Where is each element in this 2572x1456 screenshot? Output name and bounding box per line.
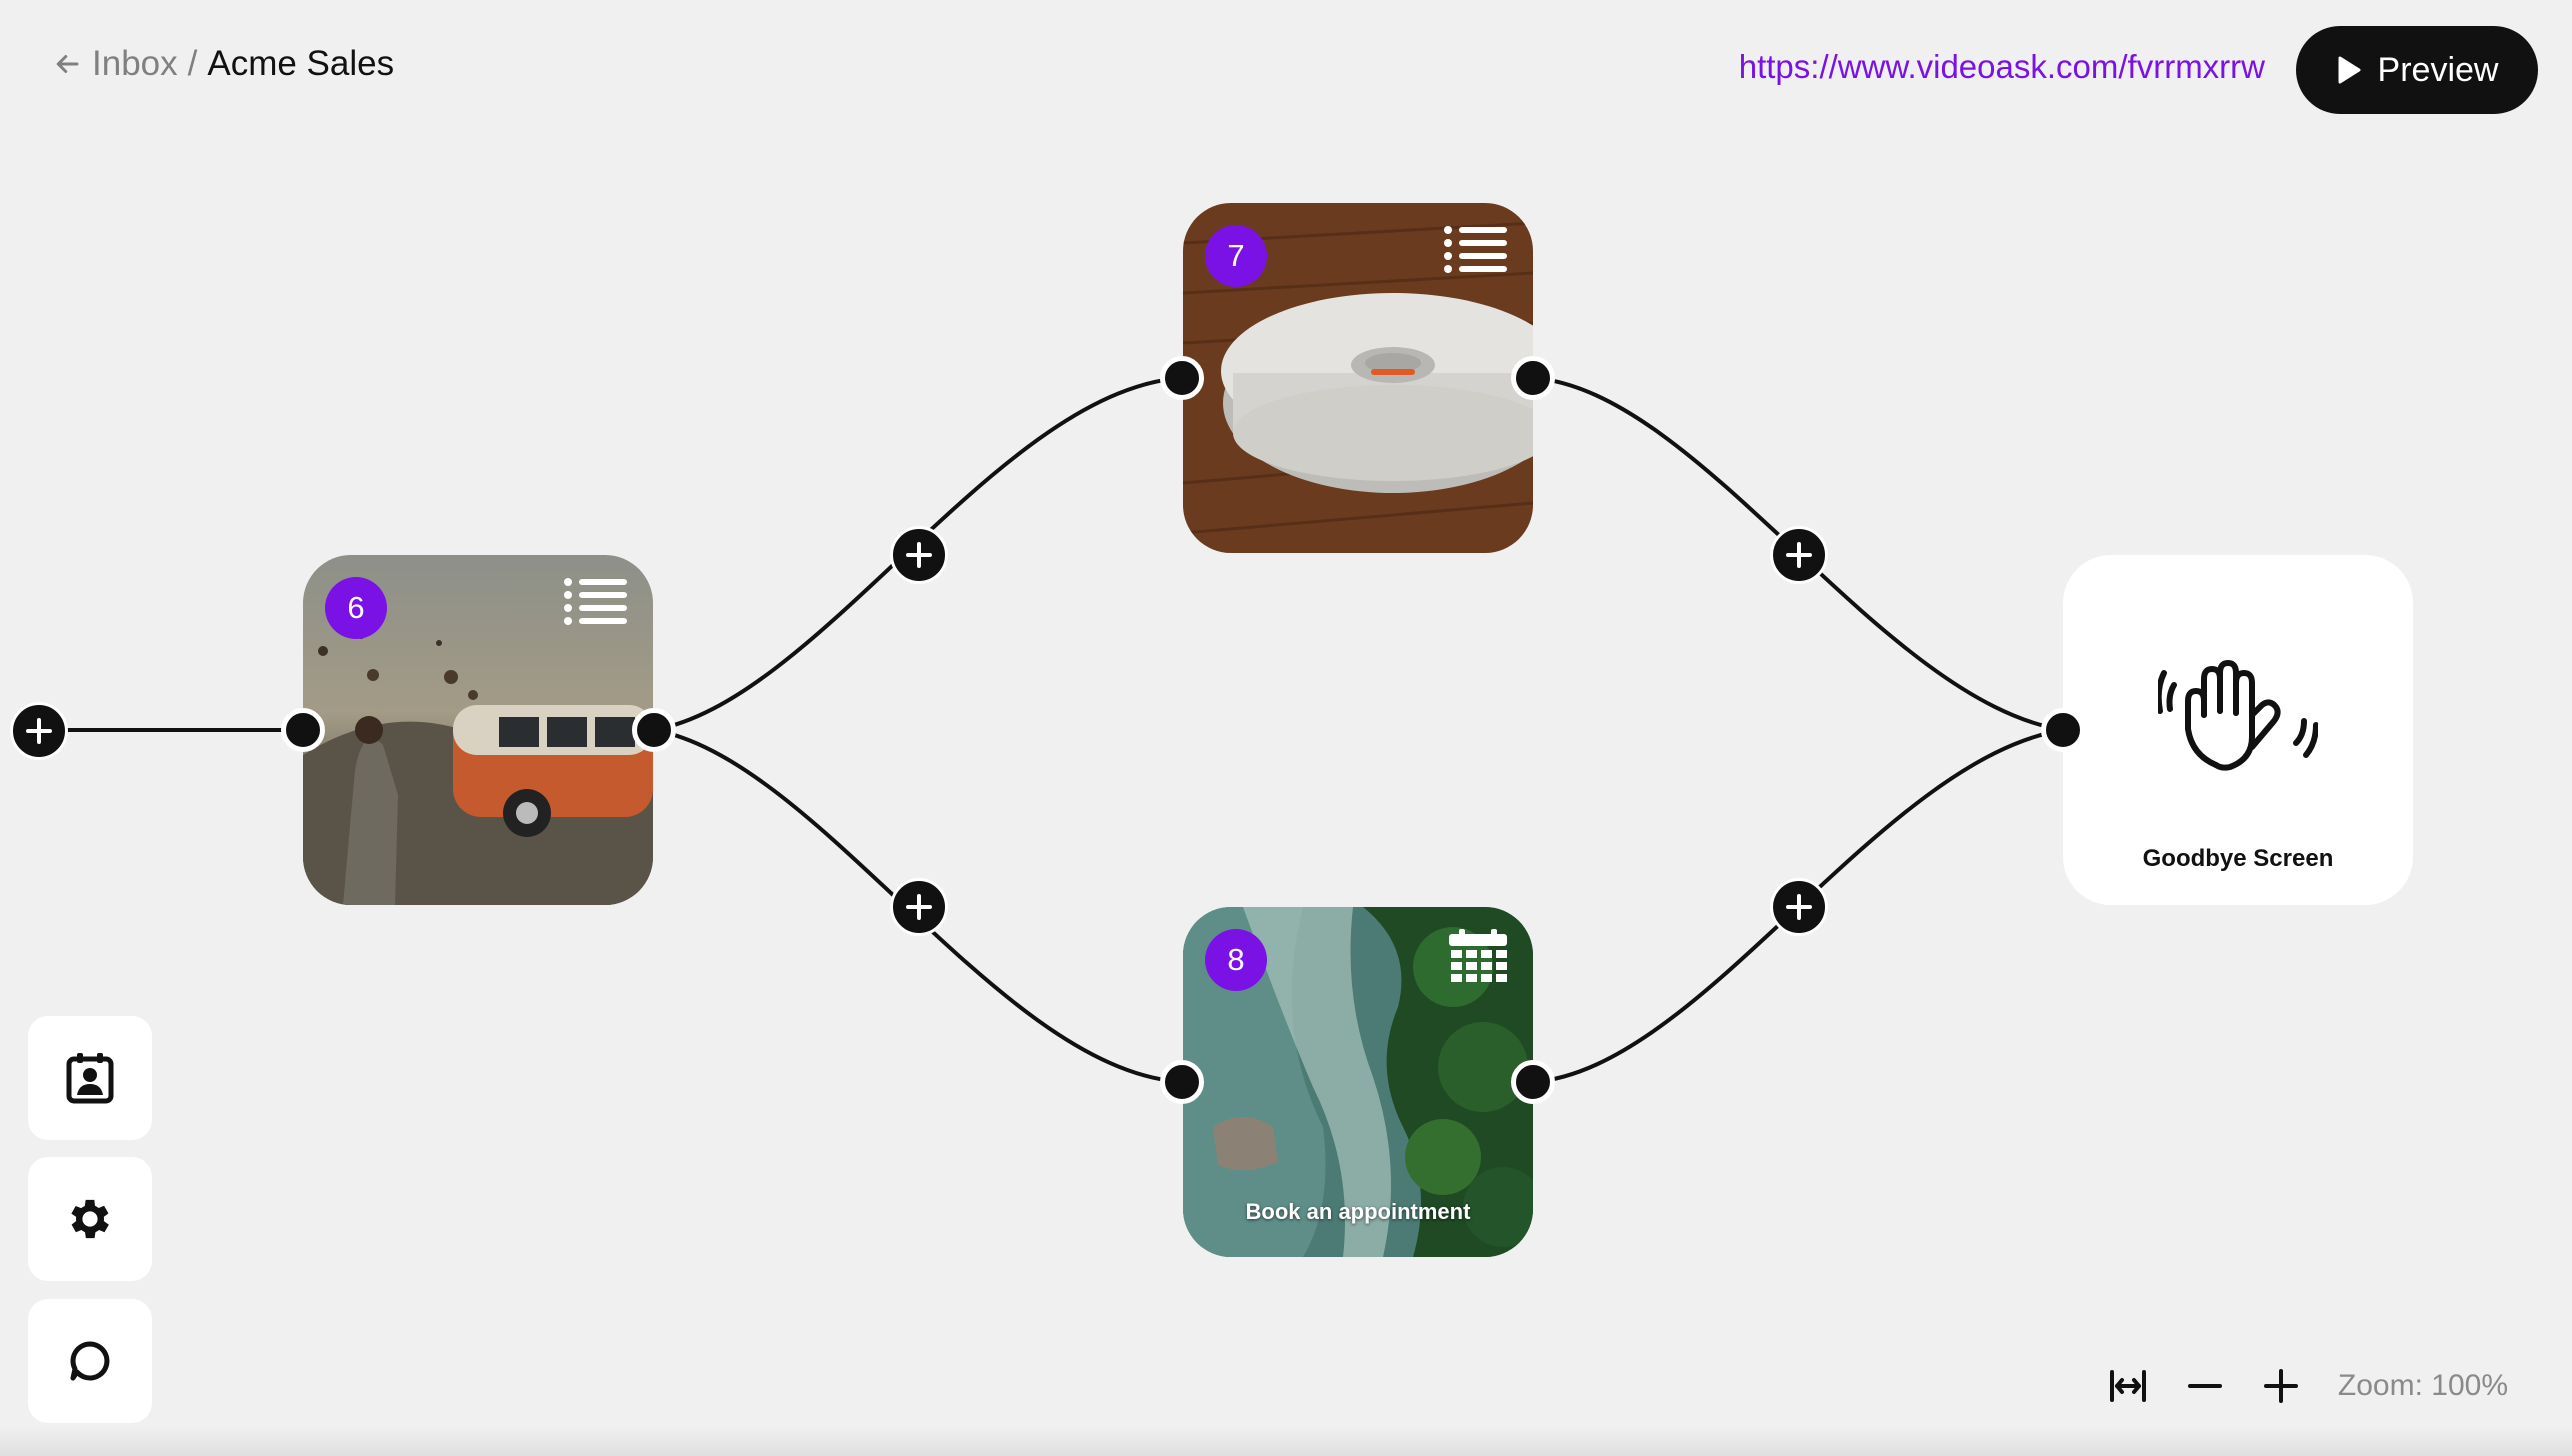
plus-icon [2263, 1369, 2298, 1403]
zoom-controls: Zoom: 100% [2108, 1366, 2508, 1406]
waving-hand-icon [2158, 660, 2318, 771]
contacts-icon [66, 1053, 114, 1104]
add-step-button-6-7[interactable] [890, 526, 948, 584]
arrow-left-icon [56, 55, 79, 73]
share-url-link[interactable]: https://www.videoask.com/fvrrmxrrw [1738, 48, 2265, 85]
node-7-input-handle[interactable] [1160, 356, 1204, 400]
calendar-icon [1449, 929, 1507, 982]
plus-icon [906, 894, 932, 920]
header: Inbox / Acme Sales https://www.videoask.… [0, 0, 2572, 140]
breadcrumb: Inbox / Acme Sales [52, 44, 394, 84]
node-number-badge: 6 [325, 577, 387, 639]
preview-button[interactable]: Preview [2296, 26, 2538, 114]
zoom-in-button[interactable] [2262, 1367, 2300, 1405]
page-title: Acme Sales [207, 44, 395, 83]
add-step-button-8-goodbye[interactable] [1770, 878, 1828, 936]
goodbye-screen-label: Goodbye Screen [2142, 845, 2334, 872]
question-node-7[interactable]: 7 [1183, 203, 1533, 553]
node-number-badge: 7 [1205, 225, 1267, 287]
plus-icon [906, 542, 932, 568]
zoom-out-button[interactable] [2186, 1367, 2224, 1405]
list-icon [1444, 226, 1507, 273]
goodbye-screen-node[interactable]: Goodbye Screen [2063, 555, 2413, 905]
breadcrumb-back-link[interactable]: Inbox [52, 44, 178, 84]
gear-icon [71, 1199, 109, 1239]
settings-button[interactable] [28, 1157, 152, 1281]
plus-icon [1786, 894, 1812, 920]
fit-to-screen-button[interactable] [2108, 1366, 2148, 1406]
list-icon [564, 578, 627, 625]
zoom-level-label: Zoom: 100% [2337, 1369, 2508, 1402]
node-6-input-handle[interactable] [281, 708, 325, 752]
question-node-6[interactable]: 6 [303, 555, 653, 905]
breadcrumb-back-label: Inbox [92, 44, 178, 83]
plus-icon [1786, 542, 1812, 568]
add-step-button-7-goodbye[interactable] [1770, 526, 1828, 584]
play-icon [2338, 56, 2361, 84]
minus-icon [2187, 1384, 2222, 1388]
add-step-button-6-8[interactable] [890, 878, 948, 936]
goodbye-input-handle[interactable] [2041, 708, 2085, 752]
fit-width-icon [2109, 1370, 2146, 1402]
plus-icon [26, 718, 52, 744]
add-step-button-start[interactable] [10, 702, 68, 760]
question-node-8[interactable]: 8 Book an appointment [1183, 907, 1533, 1257]
preview-label: Preview [2377, 50, 2499, 89]
breadcrumb-separator: / [187, 44, 198, 83]
node-8-input-handle[interactable] [1160, 1060, 1204, 1104]
node-caption: Book an appointment [1245, 1199, 1471, 1224]
contacts-button[interactable] [28, 1016, 152, 1140]
node-6-output-handle[interactable] [632, 708, 676, 752]
node-8-output-handle[interactable] [1511, 1060, 1555, 1104]
node-number-badge: 8 [1205, 929, 1267, 991]
chat-button[interactable] [28, 1299, 152, 1423]
chat-bubble-icon [70, 1341, 110, 1381]
node-7-output-handle[interactable] [1511, 356, 1555, 400]
bottom-shadow [0, 1426, 2572, 1456]
